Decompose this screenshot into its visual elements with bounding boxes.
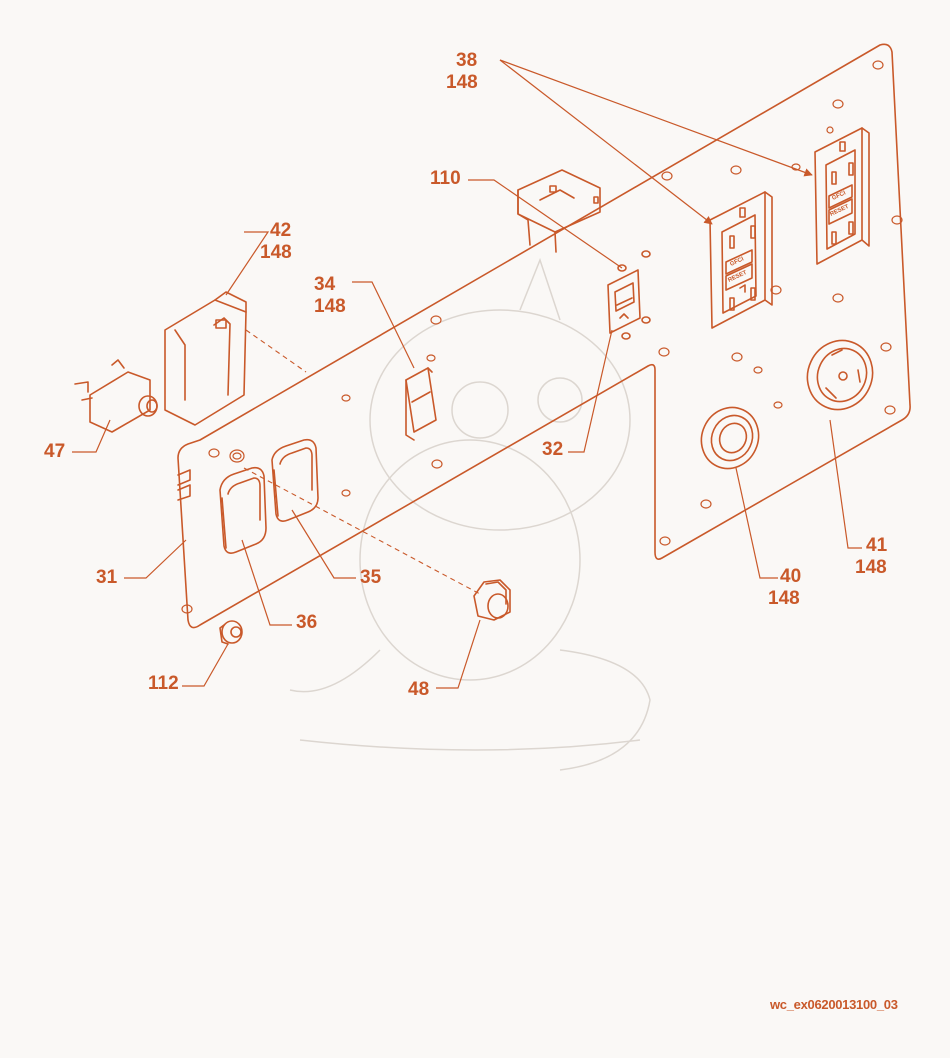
label-34: 34	[314, 274, 336, 295]
control-panel-outline	[177, 43, 911, 629]
gfci-text-lower: GFCI	[729, 256, 745, 268]
label-40-qty: 148	[768, 588, 800, 609]
rocker-switch-small	[607, 250, 651, 340]
figure-code: wc_ex0620013100_03	[770, 997, 898, 1012]
label-38: 38	[456, 50, 477, 71]
plug-112	[219, 620, 243, 645]
alignment-lines	[243, 329, 481, 595]
gfci-outlet-upper	[814, 127, 870, 265]
label-34-qty: 148	[314, 296, 346, 317]
circuit-breaker-grommet	[700, 406, 760, 470]
bracket-31	[177, 469, 191, 501]
label-35: 35	[360, 567, 382, 588]
watermark-figure	[289, 257, 651, 771]
leader-lines	[72, 59, 862, 689]
panel-holes	[181, 60, 903, 614]
gfci-outlet-lower	[709, 191, 773, 329]
toggle-switch-47	[74, 359, 158, 433]
label-47: 47	[44, 441, 65, 462]
relay-module	[517, 169, 601, 253]
label-32: 32	[542, 439, 563, 460]
rocker-switch-34	[405, 367, 437, 441]
label-41-qty: 148	[855, 557, 887, 578]
label-41: 41	[866, 535, 888, 556]
part-labels: 38 148 110 42 148 34 148 47 32 31 35 36 …	[44, 50, 888, 700]
twist-lock-receptacle	[806, 339, 874, 411]
gfci-text-upper: GFCI	[831, 190, 847, 202]
label-112: 112	[148, 673, 179, 694]
label-42: 42	[270, 220, 291, 241]
label-110: 110	[430, 168, 461, 189]
label-42-qty: 148	[260, 242, 292, 263]
label-48: 48	[408, 679, 429, 700]
breaker-42	[164, 291, 247, 426]
label-36: 36	[296, 612, 317, 633]
rocker-switch-36	[219, 466, 267, 554]
label-31: 31	[96, 567, 118, 588]
knob-48	[473, 579, 511, 621]
label-40: 40	[780, 566, 801, 587]
label-38-qty: 148	[446, 72, 478, 93]
rocker-switch-35	[271, 438, 319, 522]
